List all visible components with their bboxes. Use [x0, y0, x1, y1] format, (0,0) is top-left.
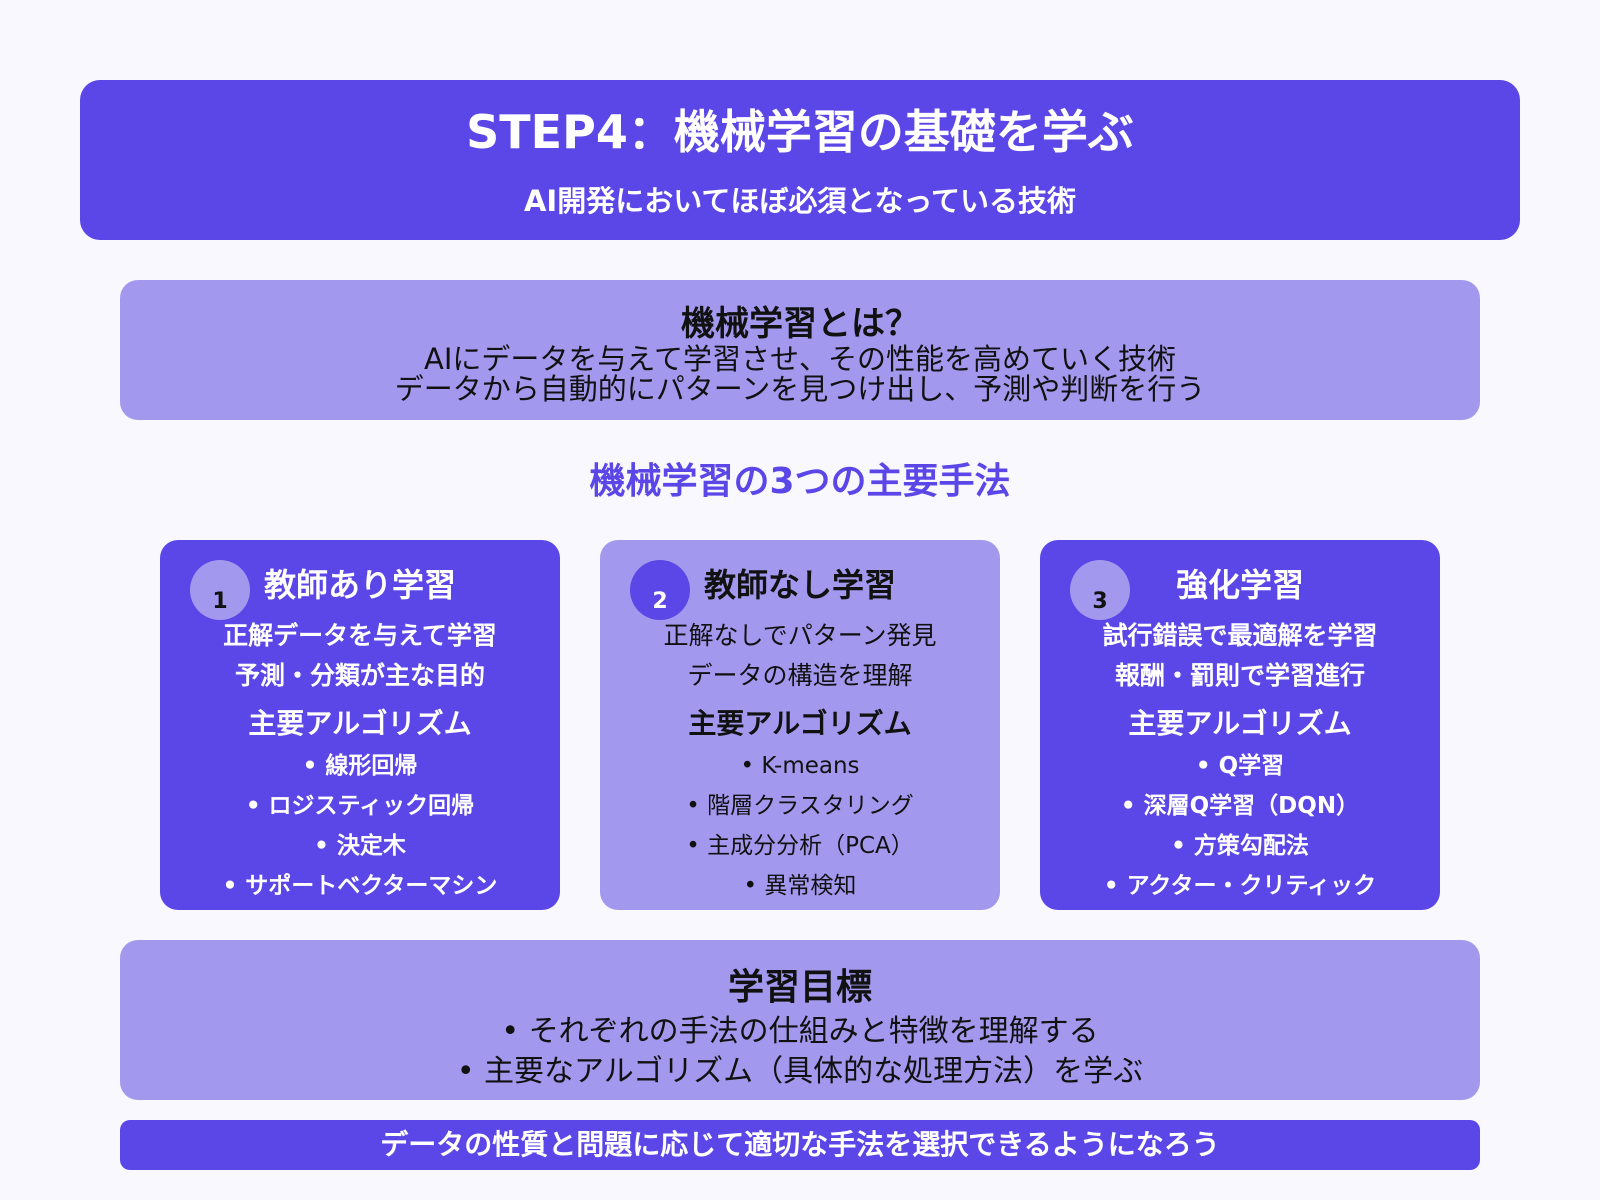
description-line: 正解なしでパターン発見: [663, 621, 937, 650]
algorithms-heading: 主要アルゴリズム: [1128, 707, 1352, 740]
algorithm-item: • 階層クラスタリング: [686, 793, 914, 819]
description-line: 報酬・罰則で学習進行: [1114, 661, 1365, 690]
method-card-reinforcement: 強化学習 3 試行錯誤で最適解を学習 報酬・罰則で学習進行 主要アルゴリズム •…: [1040, 540, 1440, 910]
methods-section-title: 機械学習の3つの主要手法: [589, 461, 1011, 502]
algorithm-item: • ロジスティック回帰: [245, 793, 475, 819]
method-card-supervised: 教師あり学習 1 正解データを与えて学習 予測・分類が主な目的 主要アルゴリズム…: [160, 540, 560, 910]
definition-line: AIにデータを与えて学習させ、その性能を高めていく技術: [424, 342, 1176, 376]
definition-box: 機械学習とは？ AIにデータを与えて学習させ、その性能を高めていく技術 データか…: [120, 280, 1480, 420]
algorithms-list: • 線形回帰 • ロジスティック回帰 • 決定木 • サポートベクターマシン: [160, 746, 560, 906]
algorithms-list: • K-means • 階層クラスタリング • 主成分分析（PCA） • 異常検…: [600, 746, 1000, 906]
algorithm-item: • 深層Q学習（DQN）: [1120, 793, 1360, 819]
method-description: 正解データを与えて学習 予測・分類が主な目的: [160, 616, 560, 696]
algorithm-item: • 主成分分析（PCA）: [686, 833, 914, 859]
method-title: 教師あり学習: [263, 566, 456, 604]
method-title: 強化学習: [1175, 566, 1304, 604]
algorithms-heading: 主要アルゴリズム: [248, 707, 472, 740]
number-badge: 3: [1070, 560, 1130, 620]
algorithm-item: • K-means: [740, 753, 860, 779]
page-header: STEP4：機械学習の基礎を学ぶ AI開発においてほぼ必須となっている技術: [80, 80, 1520, 240]
learning-goals-title: 学習目標: [727, 967, 872, 1008]
page-title: STEP4：機械学習の基礎を学ぶ: [466, 105, 1134, 159]
goal-item: • それぞれの手法の仕組みと特徴を理解する: [501, 1014, 1099, 1049]
method-title: 教師なし学習: [703, 566, 896, 604]
method-description: 正解なしでパターン発見 データの構造を理解: [600, 616, 1000, 696]
definition-title: 機械学習とは？: [681, 304, 919, 344]
algorithm-item: • 決定木: [314, 833, 406, 859]
algorithm-item: • 方策勾配法: [1171, 833, 1309, 859]
algorithm-item: • アクター・クリティック: [1103, 873, 1377, 899]
definition-text: AIにデータを与えて学習させ、その性能を高めていく技術 データから自動的にパター…: [120, 344, 1480, 404]
algorithms-list: • Q学習 • 深層Q学習（DQN） • 方策勾配法 • アクター・クリティック: [1040, 746, 1440, 906]
number-badge: 1: [190, 560, 250, 620]
learning-goals-list: • それぞれの手法の仕組みと特徴を理解する • 主要なアルゴリズム（具体的な処理…: [120, 1012, 1480, 1092]
page-subtitle: AI開発においてほぼ必須となっている技術: [523, 184, 1077, 218]
method-description: 試行錯誤で最適解を学習 報酬・罰則で学習進行: [1040, 616, 1440, 696]
number-badge: 2: [630, 560, 690, 620]
method-card-unsupervised: 教師なし学習 2 正解なしでパターン発見 データの構造を理解 主要アルゴリズム …: [600, 540, 1000, 910]
algorithms-heading: 主要アルゴリズム: [688, 707, 912, 740]
algorithm-item: • サポートベクターマシン: [222, 873, 498, 899]
algorithm-item: • 異常検知: [743, 873, 857, 899]
summary-banner: データの性質と問題に応じて適切な手法を選択できるようになろう: [120, 1120, 1480, 1170]
description-line: 予測・分類が主な目的: [234, 661, 485, 690]
algorithm-item: • Q学習: [1195, 753, 1285, 779]
learning-goals-box: 学習目標 • それぞれの手法の仕組みと特徴を理解する • 主要なアルゴリズム（具…: [120, 940, 1480, 1100]
description-line: 試行錯誤で最適解を学習: [1102, 621, 1378, 650]
algorithm-item: • 線形回帰: [302, 753, 418, 779]
description-line: データの構造を理解: [687, 661, 913, 690]
definition-line: データから自動的にパターンを見つけ出し、予測や判断を行う: [394, 372, 1206, 406]
description-line: 正解データを与えて学習: [223, 621, 497, 650]
goal-item: • 主要なアルゴリズム（具体的な処理方法）を学ぶ: [456, 1054, 1144, 1089]
